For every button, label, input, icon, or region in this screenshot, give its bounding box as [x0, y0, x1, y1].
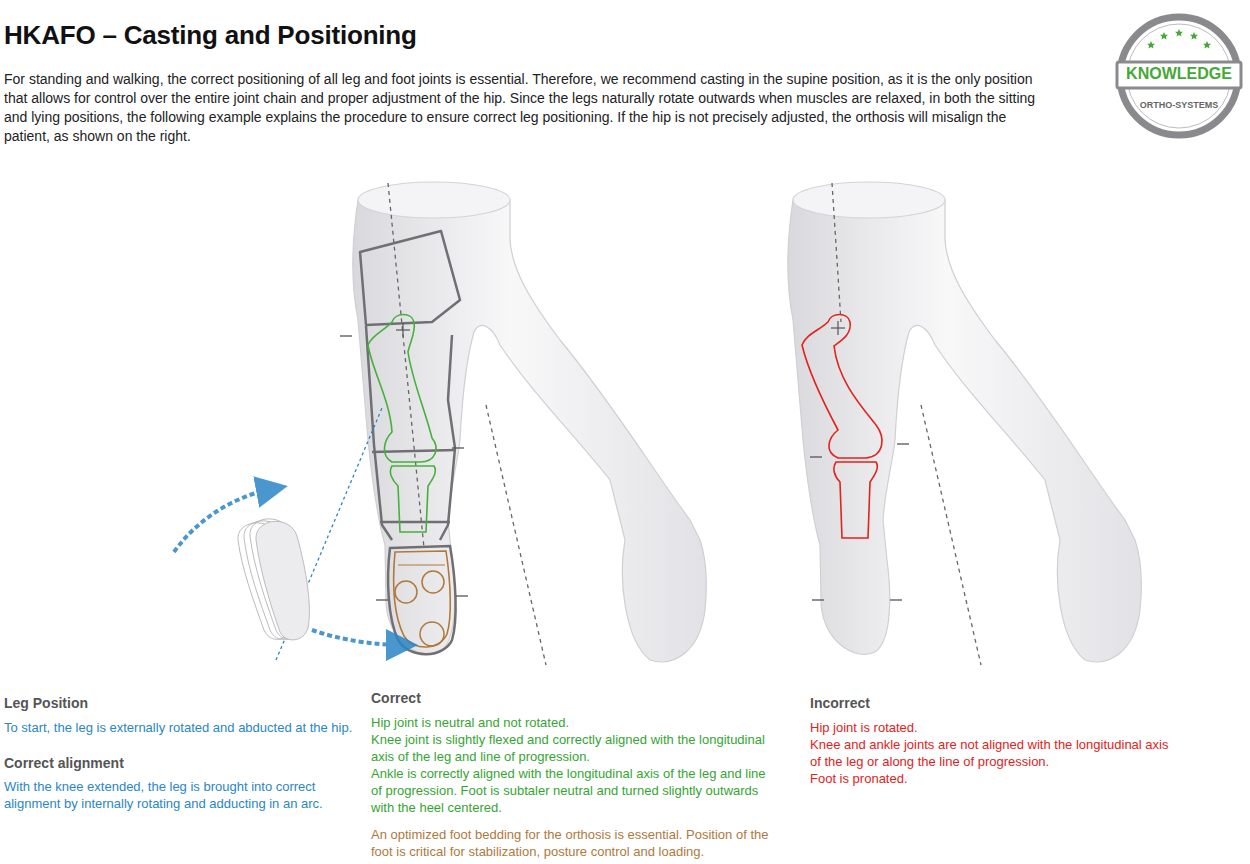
section-heading: Correct — [371, 689, 779, 707]
text-column: Leg Position To start, the leg is externa… — [4, 694, 356, 812]
body-figure — [788, 182, 1141, 662]
text-column: CorrectHip joint is neutral and not rota… — [371, 689, 779, 860]
correct-note: Ankle is correctly aligned with the long… — [371, 765, 779, 816]
intro-paragraph: For standing and walking, the correct po… — [4, 70, 1049, 146]
page-title: HKAFO – Casting and Positioning — [4, 20, 417, 51]
text-column: For standing and walking, the correct po… — [4, 70, 1049, 146]
title-area: HKAFO – Casting and Positioning — [4, 20, 417, 51]
body-figure — [353, 182, 706, 662]
incorrect-note: Foot is pronated. — [810, 770, 1178, 787]
section-heading: Correct alignment — [4, 754, 356, 772]
rotated-foot — [174, 489, 402, 645]
instruction-text: To start, the leg is externally rotated … — [4, 719, 356, 736]
logo-word: KNOWLEDGE — [1115, 65, 1243, 83]
incorrect-note: Knee and ankle joints are not aligned wi… — [810, 736, 1178, 770]
correct-note: Knee joint is slightly flexed and correc… — [371, 731, 779, 765]
logo-badge: KNOWLEDGE ORTHO-SYSTEMS — [1115, 12, 1243, 140]
foot-note: An optimized foot bedding for the orthos… — [371, 826, 779, 860]
text-column: IncorrectHip joint is rotated.Knee and a… — [810, 694, 1178, 787]
section-heading: Leg Position — [4, 694, 356, 712]
correct-overlay — [276, 183, 546, 665]
correct-note: Hip joint is neutral and not rotated. — [371, 714, 779, 731]
section-heading: Incorrect — [810, 694, 1178, 712]
instruction-text: With the knee extended, the leg is broug… — [4, 778, 356, 812]
logo-subtitle: ORTHO-SYSTEMS — [1115, 100, 1243, 110]
incorrect-note: Hip joint is rotated. — [810, 719, 1178, 736]
incorrect-overlay — [802, 183, 981, 665]
